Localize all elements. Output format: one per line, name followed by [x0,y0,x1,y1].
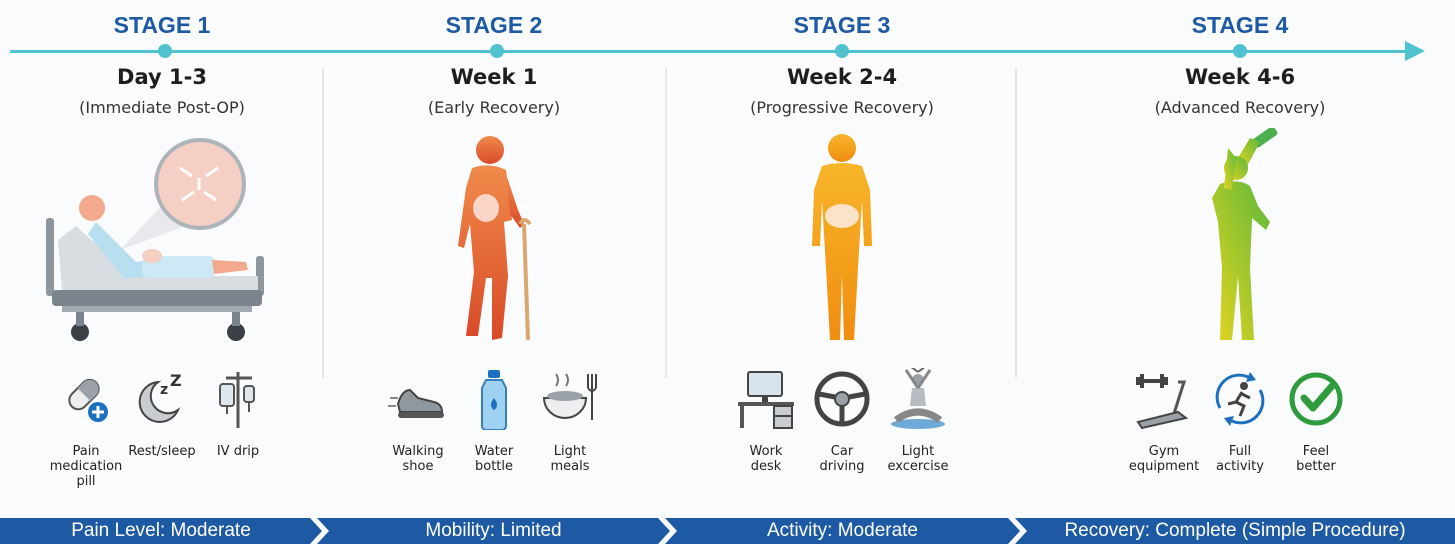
meal-bowl-icon [542,373,597,420]
stage-divider [322,68,324,378]
item-gym-equipment: Gym equipment [1129,368,1199,474]
item-light-exercise: Light excercise [884,368,952,474]
stage-3-items: Work desk Car driving Light excercise [672,368,1012,474]
stretching-person-icon [1212,128,1278,340]
shoe-icon [388,388,444,418]
banner-mobility: Mobility: Limited [317,518,670,544]
treadmill-icon [1136,374,1189,430]
item-feel-better: Feel better [1282,368,1350,474]
item-rest-sleep: z Z Rest/sleep [128,368,196,489]
stage-phase: (Immediate Post-OP) [79,98,245,117]
item-light-meals: Light meals [536,368,604,474]
walking-person-icon [458,136,532,341]
timeline-dot-stage-2 [490,44,504,58]
svg-text:z: z [160,382,168,398]
runner-cycle-icon [1215,372,1265,426]
svg-text:Z: Z [170,371,182,390]
pill-icon [68,378,108,422]
stage-label: STAGE 4 [1191,12,1289,38]
iv-drip-icon [219,372,255,428]
item-water-bottle: Water bottle [460,368,528,474]
item-car-driving: Car driving [808,368,876,474]
steering-wheel-icon [814,371,870,427]
stage-period: Week 2-4 [786,65,898,89]
stage-divider [1015,68,1017,378]
timeline-dot-stage-3 [835,44,849,58]
yoga-icon [891,368,945,429]
timeline-dot-stage-4 [1233,44,1247,58]
item-walking-shoe: Walking shoe [384,368,452,474]
timeline-arrowhead [1405,41,1425,61]
stage-4-items: Gym equipment Full activity Feel better [1070,368,1410,474]
status-banner: Pain Level: Moderate Mobility: Limited A… [0,518,1455,544]
stage-period: Week 4-6 [1184,65,1296,89]
banner-pain-level: Pain Level: Moderate [0,518,322,544]
check-icon [1289,372,1343,426]
item-work-desk: Work desk [732,368,800,474]
hospital-bed-illustration [0,128,332,353]
timeline-dot-stage-1 [158,44,172,58]
standing-person-icon [812,134,872,340]
standing-person-illustration [672,128,1012,353]
desk-icon [738,371,794,429]
stage-phase: (Early Recovery) [427,98,561,117]
banner-activity: Activity: Moderate [665,518,1020,544]
stage-label: STAGE 1 [113,12,211,38]
stage-label: STAGE 2 [445,12,543,38]
stage-label: STAGE 3 [793,12,891,38]
stage-phase: (Advanced Recovery) [1154,98,1326,117]
stage-period: Day 1-3 [117,65,207,89]
stretching-person-illustration [1070,128,1410,353]
item-full-activity: Full activity [1206,368,1274,474]
stage-2-items: Walking shoe Water bottle Light meals [324,368,664,474]
stage-period: Week 1 [450,65,538,89]
moon-sleep-icon: z Z [138,371,182,423]
stage-divider [665,68,667,378]
hospital-bed-icon [46,138,264,341]
item-pain-medication: Pain medication pill [50,368,122,489]
person-with-cane-illustration [324,128,664,353]
stage-phase: (Progressive Recovery) [750,98,934,117]
item-iv-drip: IV drip [204,368,272,489]
banner-recovery: Recovery: Complete (Simple Procedure) [1015,518,1455,544]
stage-1-items: Pain medication pill z Z Rest/sleep IV d… [0,368,332,489]
timeline-line [10,50,1410,53]
water-bottle-icon [481,370,507,430]
